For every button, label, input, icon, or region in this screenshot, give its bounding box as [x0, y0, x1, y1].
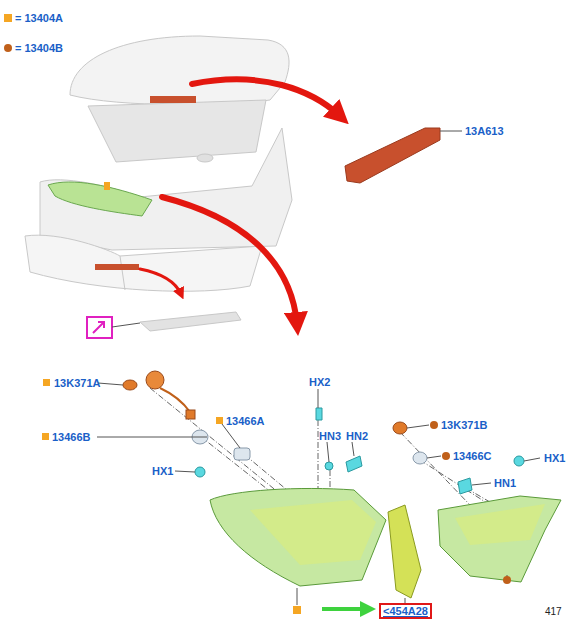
pointer-arrow [322, 607, 368, 611]
reflector-part [140, 312, 241, 331]
fitment-square [293, 606, 301, 614]
lamp-lens [455, 504, 545, 545]
part-number: HX1 [544, 452, 565, 464]
high-mount-stop-lamp [150, 96, 196, 103]
fitment-markers [42, 379, 450, 460]
connector [104, 182, 110, 190]
part-number: HX1 [152, 465, 173, 477]
page-number: 417 [545, 606, 562, 618]
tail-lamp [48, 182, 152, 216]
part-reference-box: <454A28 [379, 603, 432, 619]
legend-text: = 13404A [15, 12, 63, 24]
part-number: HN2 [346, 430, 368, 442]
part-reference: <454A28 [383, 605, 428, 617]
stop-lamp-part [345, 128, 440, 183]
reflector [95, 264, 139, 270]
part-number: 13466A [226, 415, 265, 427]
legend-text: = 13404B [15, 42, 63, 54]
leader-line [440, 131, 462, 132]
leader-line [297, 588, 298, 605]
part-number: HX2 [309, 376, 330, 388]
vehicle-rear [25, 36, 292, 291]
legend-swatch [4, 44, 12, 52]
lamp-bracket [388, 505, 421, 598]
reference-box [87, 317, 112, 338]
part-number: 13A613 [465, 125, 504, 137]
socket-parts [123, 371, 524, 494]
fitment-circle [503, 576, 511, 584]
part-number: 13K371B [441, 419, 487, 431]
legend-item: = 13404A [4, 12, 63, 24]
part-number: 13K371A [54, 377, 100, 389]
part-number: HN3 [319, 430, 341, 442]
leader-lines [97, 383, 540, 485]
part-number: 13466C [453, 450, 492, 462]
tail-lamp-outer [210, 488, 386, 586]
legend-item: = 13404B [4, 42, 63, 54]
part-number: 13466B [52, 431, 91, 443]
lamp-lens [250, 500, 376, 565]
leader-line [112, 323, 140, 327]
part-number: HN1 [494, 477, 516, 489]
callout-arrows [140, 79, 340, 324]
reference-icon [93, 322, 104, 333]
tail-lamp-inner [438, 496, 561, 582]
legend-swatch [4, 14, 12, 22]
